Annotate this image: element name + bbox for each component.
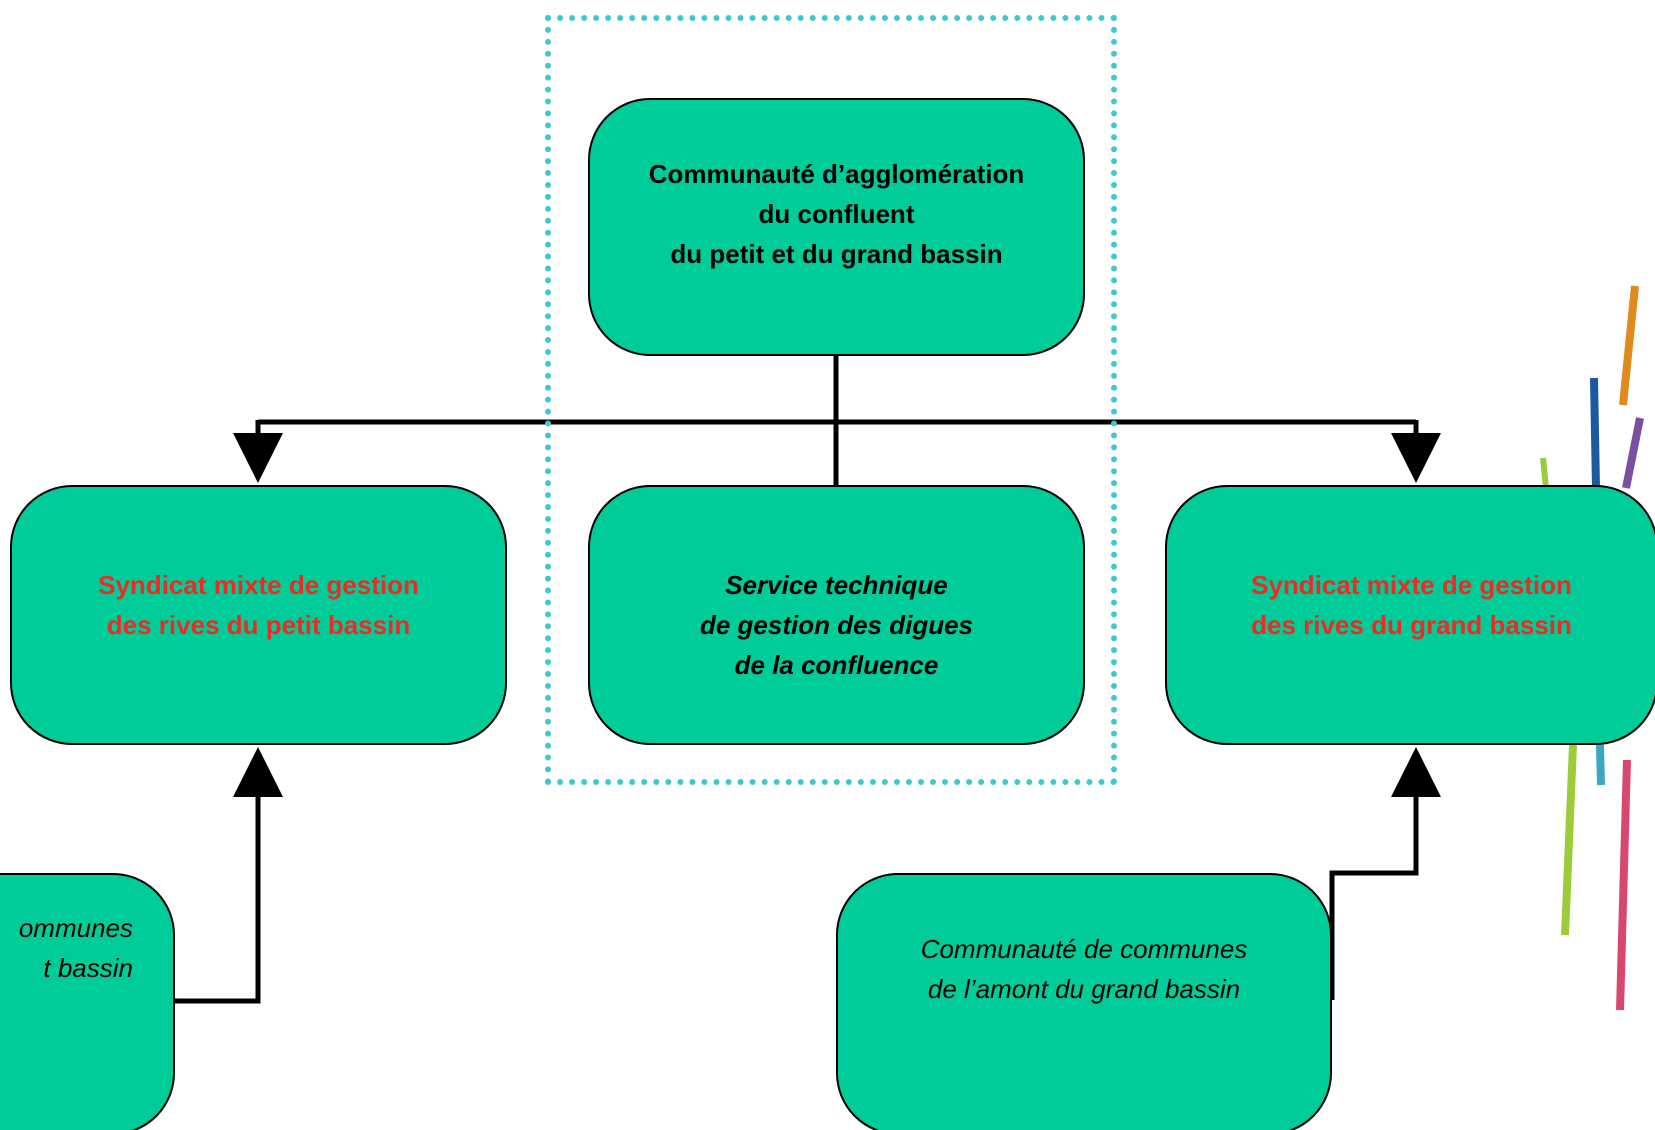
node-agglomeration-label: Communauté d’agglomération du confluent … (648, 159, 1025, 269)
connector-bottom-left-arrow (175, 747, 283, 1004)
node-syndicat-grand-bassin-label: Syndicat mixte de gestion des rives du g… (1251, 570, 1572, 640)
node-syndicat-petit-bassin-label: Syndicat mixte de gestion des rives du p… (98, 570, 419, 640)
node-communes-amont-grand-bassin-label: Communauté de communes de l’amont du gra… (920, 934, 1248, 1004)
node-communes-petit-bassin: ommunes t bassin (0, 873, 175, 1130)
node-agglomeration: Communauté d’agglomération du confluent … (588, 98, 1085, 356)
grouping-frame (545, 15, 1117, 785)
node-syndicat-grand-bassin: Syndicat mixte de gestion des rives du g… (1165, 485, 1655, 745)
node-communes-petit-bassin-label: ommunes t bassin (18, 913, 133, 983)
node-syndicat-petit-bassin: Syndicat mixte de gestion des rives du p… (10, 485, 507, 745)
node-service-technique: Service technique de gestion des digues … (588, 485, 1085, 745)
node-service-technique-label: Service technique de gestion des digues … (699, 570, 974, 680)
node-communes-amont-grand-bassin: Communauté de communes de l’amont du gra… (836, 873, 1332, 1130)
connector-bottom-right-arrow (1329, 747, 1441, 1000)
